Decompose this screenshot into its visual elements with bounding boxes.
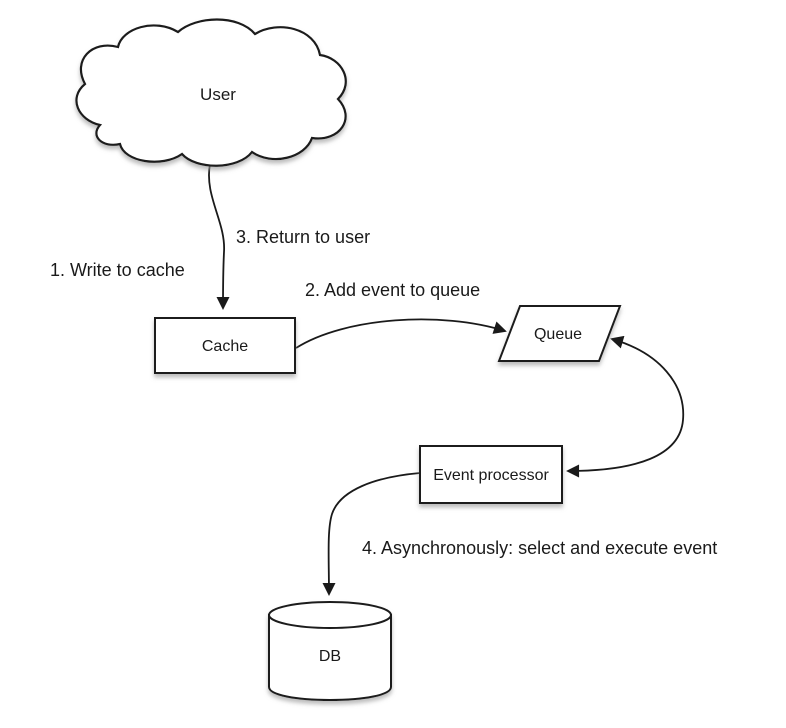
queue-parallelogram [497,305,622,362]
arrow-cache-to-queue [295,318,507,349]
db-cylinder-body [268,614,392,702]
step4-label: 4. Asynchronously: select and execute ev… [362,538,717,558]
queue-label: Queue [534,326,582,343]
step2-label: 2. Add event to queue [305,280,480,300]
cache-node [154,317,296,374]
db-cylinder-top [268,601,392,629]
queue-node [497,305,622,362]
db-label: DB [319,648,341,665]
arrow-user-to-cache [208,163,230,310]
user-cloud-node [75,18,347,167]
cloud-shape [75,18,347,167]
step3-label: 3. Return to user [236,227,370,247]
arrow-event-processor-to-db [322,472,421,596]
event-processor-box [419,445,563,504]
db-node [268,601,392,702]
cache-box [154,317,296,374]
event-processor-label: Event processor [433,467,549,484]
step1-label: 1. Write to cache [50,260,185,280]
user-label: User [200,85,236,104]
arrow-queue-event-processor-bidirectional [566,335,685,478]
event-processor-node [419,445,563,504]
cache-label: Cache [202,338,248,355]
